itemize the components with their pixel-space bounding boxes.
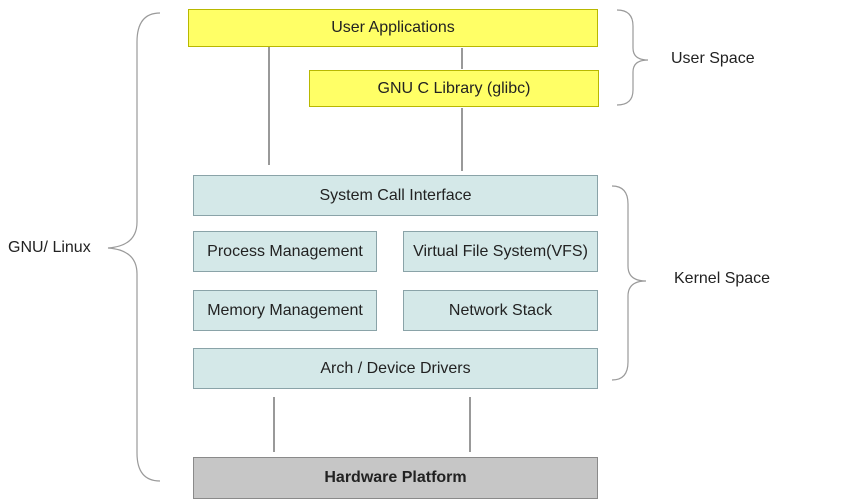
network-stack-box: Network Stack [403, 290, 598, 331]
system-call-interface-label: System Call Interface [319, 186, 472, 204]
hardware-platform-box: Hardware Platform [193, 457, 598, 499]
user-space-label: User Space [671, 50, 755, 67]
user-applications-label: User Applications [331, 19, 455, 36]
memory-management-label: Memory Management [207, 301, 363, 319]
user-applications-box: User Applications [188, 9, 598, 47]
user-space-brace [616, 9, 649, 106]
network-stack-label: Network Stack [448, 301, 553, 319]
memory-management-box: Memory Management [193, 290, 377, 331]
glibc-label: GNU C Library (glibc) [377, 79, 531, 97]
arch-device-drivers-box: Arch / Device Drivers [193, 348, 598, 389]
process-management-label: Process Management [207, 242, 363, 260]
hardware-platform-label: Hardware Platform [324, 469, 467, 486]
arch-device-drivers-label: Arch / Device Drivers [320, 359, 471, 377]
virtual-file-system-label: Virtual File System(VFS) [413, 242, 588, 260]
kernel-space-brace [611, 185, 647, 381]
process-management-box: Process Management [193, 231, 377, 272]
gnu-linux-brace [107, 12, 161, 482]
gnu-linux-label: GNU/ Linux [8, 239, 91, 256]
glibc-box: GNU C Library (glibc) [309, 70, 599, 107]
kernel-space-label: Kernel Space [674, 270, 771, 287]
virtual-file-system-box: Virtual File System(VFS) [403, 231, 598, 272]
system-call-interface-box: System Call Interface [193, 175, 598, 216]
